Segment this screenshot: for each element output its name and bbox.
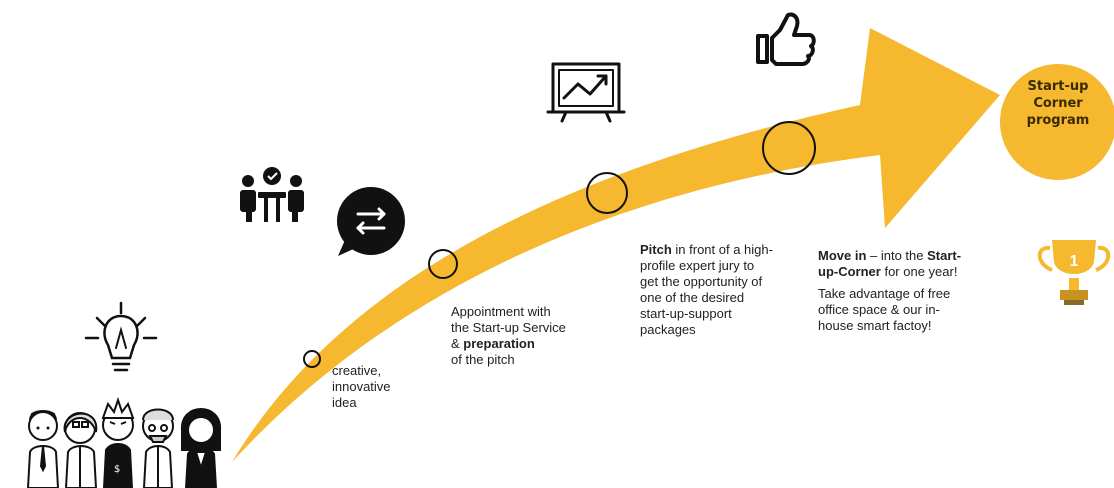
person-3: $ bbox=[101, 396, 135, 488]
step-4-text: Move in – into the Start- up-Corner for … bbox=[818, 248, 962, 333]
person-4 bbox=[142, 408, 174, 488]
destination-label: Start-up Corner program bbox=[1026, 79, 1090, 128]
trophy-icon: 1 bbox=[1037, 240, 1111, 305]
step-2-text: Appointment with the Start-up Service & … bbox=[451, 304, 566, 367]
svg-text:$: $ bbox=[114, 464, 120, 475]
destination-circle bbox=[1000, 64, 1114, 180]
person-2 bbox=[63, 412, 98, 488]
exchange-chat-icon bbox=[337, 187, 405, 256]
step-circle-4 bbox=[762, 121, 816, 175]
journey-arrow bbox=[232, 28, 1000, 462]
step-circle-1 bbox=[303, 350, 321, 368]
lightbulb-icon bbox=[84, 301, 158, 372]
thumbs-up-icon bbox=[756, 12, 816, 66]
step-circle-3 bbox=[586, 172, 628, 214]
person-1 bbox=[26, 410, 60, 488]
team-meeting-icon bbox=[240, 167, 304, 222]
trophy-number: 1 bbox=[1070, 253, 1079, 270]
step-3-text: Pitch in front of a high- profile expert… bbox=[640, 242, 773, 337]
presentation-chart-icon bbox=[546, 62, 626, 123]
person-5 bbox=[180, 408, 222, 488]
team-people-illustration: $ bbox=[26, 396, 222, 488]
step-1-text: creative, innovative idea bbox=[332, 363, 391, 410]
step-circle-2 bbox=[428, 249, 458, 279]
